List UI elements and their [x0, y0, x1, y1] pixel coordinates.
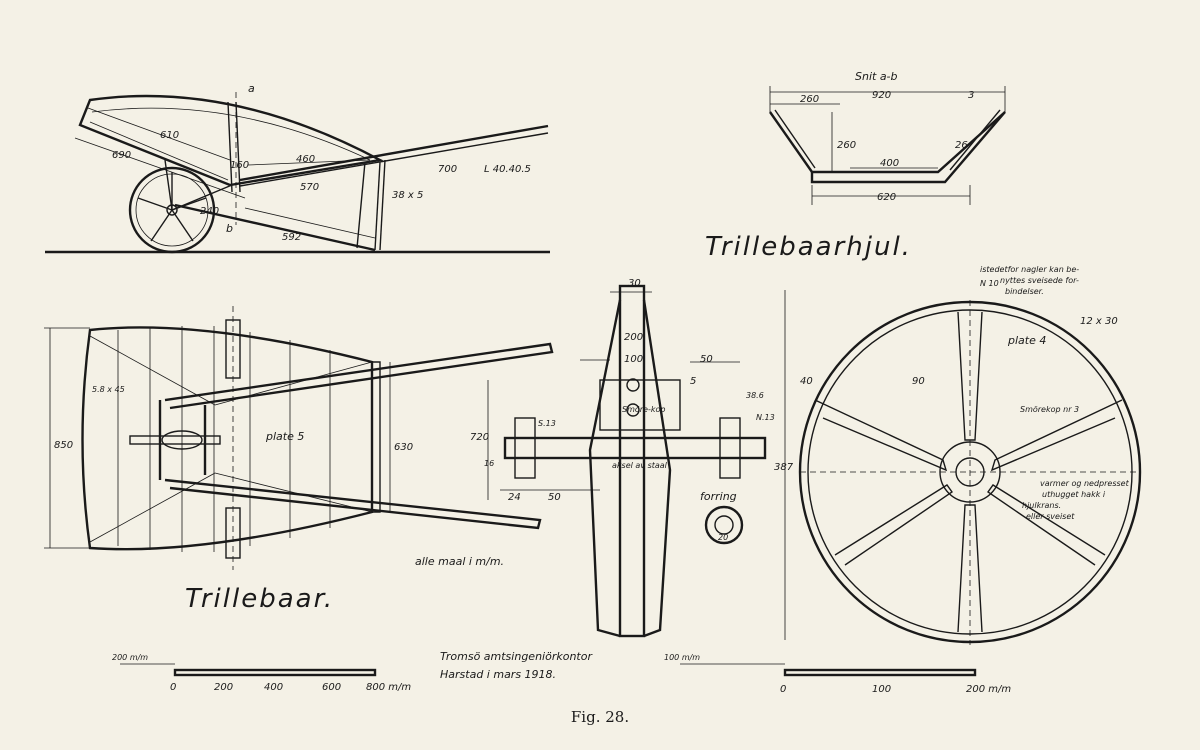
side-view: a b 610 690 460 160 570 700 L 40.40.5 38…: [45, 82, 550, 254]
handle-right: [164, 478, 542, 530]
dim-260-side: 260: [837, 140, 856, 151]
hub-label-axle: aksel av staal: [612, 461, 668, 470]
scale-left-600: 600: [322, 682, 341, 693]
hub-dim-720: 720: [470, 432, 489, 443]
dim-38x5: 38 x 5: [392, 190, 423, 201]
hub-dim-16: 16: [484, 459, 494, 468]
office-line-2: Harstad i mars 1918.: [440, 668, 556, 681]
barrow-title: Trillebaar.: [185, 584, 334, 614]
dim-850: 850: [54, 440, 73, 451]
plan-plate-label: plate 5: [265, 430, 304, 443]
label-a: a: [248, 82, 255, 95]
scale-right-unit: 100 m/m: [664, 653, 700, 662]
tray-outline: [78, 94, 384, 187]
wheel-title: Trillebaarhjul.: [705, 232, 912, 262]
hub-dim-38-6: 38.6: [746, 391, 764, 400]
dim-570: 570: [300, 182, 319, 193]
dim-620: 620: [877, 192, 896, 203]
hub-label-forring: forring: [700, 490, 737, 503]
wheel-note-top-4: N 10: [980, 279, 999, 288]
hub-dim-5: 5: [690, 376, 696, 387]
section-outline: [769, 111, 1006, 174]
dim-400: 400: [880, 158, 899, 169]
hub-dim-24: 24: [508, 492, 521, 503]
hub-dim-387: 387: [774, 462, 794, 473]
scale-right-0: 0: [780, 684, 786, 695]
wheel-note-right-3: hjulkrans.: [1022, 501, 1061, 510]
dim-700: 700: [438, 164, 457, 175]
dim-3: 3: [968, 90, 974, 101]
axle: [503, 436, 767, 460]
dim-26: 26: [955, 140, 968, 151]
section-title: Snit a-b: [855, 70, 898, 83]
wheel-note-top-3: bindelser.: [1005, 287, 1044, 296]
scale-left-400: 400: [264, 682, 283, 693]
wheel-dim-12x30: 12 x 30: [1080, 316, 1118, 327]
hub-dim-30: 30: [628, 278, 641, 289]
office-line-1: Tromsö amtsingeniörkontor: [440, 650, 593, 663]
wheel-note-right-1: varmer og nedpresset: [1040, 479, 1130, 488]
hub-dim-50: 50: [700, 354, 713, 365]
dim-630: 630: [394, 442, 413, 453]
dim-690: 690: [112, 150, 131, 161]
wheel-dim-40: 40: [800, 376, 813, 387]
dim-460: 460: [296, 154, 315, 165]
hub-view: 30 200 100 50 5 720 38.6 N.13 S.13 16 24…: [470, 278, 794, 640]
scale-right-200: 200 m/m: [966, 684, 1011, 695]
units-note: alle maal i m/m.: [415, 555, 504, 568]
hub-label-grease: Smöre-kop: [622, 405, 665, 414]
wheel-view: 12 x 30 40 90 plate 4 Smörekop nr 3 iste…: [798, 265, 1142, 645]
handle-left: [164, 342, 554, 410]
side-wheel: [128, 166, 216, 254]
hub-dim-n13: N.13: [756, 413, 775, 422]
wheel-note-right-2: uthugget hakk i: [1042, 490, 1106, 499]
section-view: Snit a-b 260 920 3 260 400 26 620: [769, 70, 1006, 205]
scale-right: 100 m/m 0 100 200 m/m: [664, 653, 1011, 695]
hub-dim-50b: 50: [548, 492, 561, 503]
dim-920: 920: [872, 90, 891, 101]
plan-view: 850 630 5.8 x 45 plate 5: [44, 306, 554, 570]
scale-left-unit: 200 m/m: [112, 653, 148, 662]
wheel-note-top-2: nyttes sveisede for-: [1000, 276, 1079, 285]
wheel-grease-cup: Smörekop nr 3: [1020, 405, 1079, 414]
figure-caption: Fig. 28.: [571, 708, 629, 726]
wheel-dim-90: 90: [912, 376, 925, 387]
wheel-plate-label: plate 4: [1007, 334, 1046, 347]
hub-dim-20: 20: [718, 533, 728, 542]
hub-dim-100: 100: [624, 354, 643, 365]
scale-left-800: 800 m/m: [366, 682, 411, 693]
handle-upper: [239, 124, 549, 182]
frame-lower: [174, 203, 376, 252]
wheel-note-right-4: eller sveiset: [1026, 512, 1075, 521]
tray-plan-outline: [81, 326, 374, 551]
wheel-note-top-1: istedetfor nagler kan be-: [980, 265, 1079, 274]
scale-right-100: 100: [872, 684, 891, 695]
dim-angle-iron: L 40.40.5: [484, 164, 531, 175]
dim-610: 610: [160, 130, 179, 141]
dim-160: 160: [230, 160, 249, 171]
forring-washer: [704, 505, 744, 545]
scale-left-0: 0: [170, 682, 176, 693]
scale-left: 200 m/m 0 200 400 600 800 m/m: [112, 653, 411, 693]
dim-5-8x45: 5.8 x 45: [92, 385, 125, 394]
hub-dim-s13: S.13: [538, 419, 556, 428]
hub-dim-200: 200: [624, 332, 643, 343]
dim-592: 592: [282, 232, 301, 243]
dim-240: 240: [200, 206, 219, 217]
dim-260-top: 260: [800, 94, 819, 105]
scale-left-200: 200: [214, 682, 233, 693]
label-b: b: [226, 222, 233, 235]
